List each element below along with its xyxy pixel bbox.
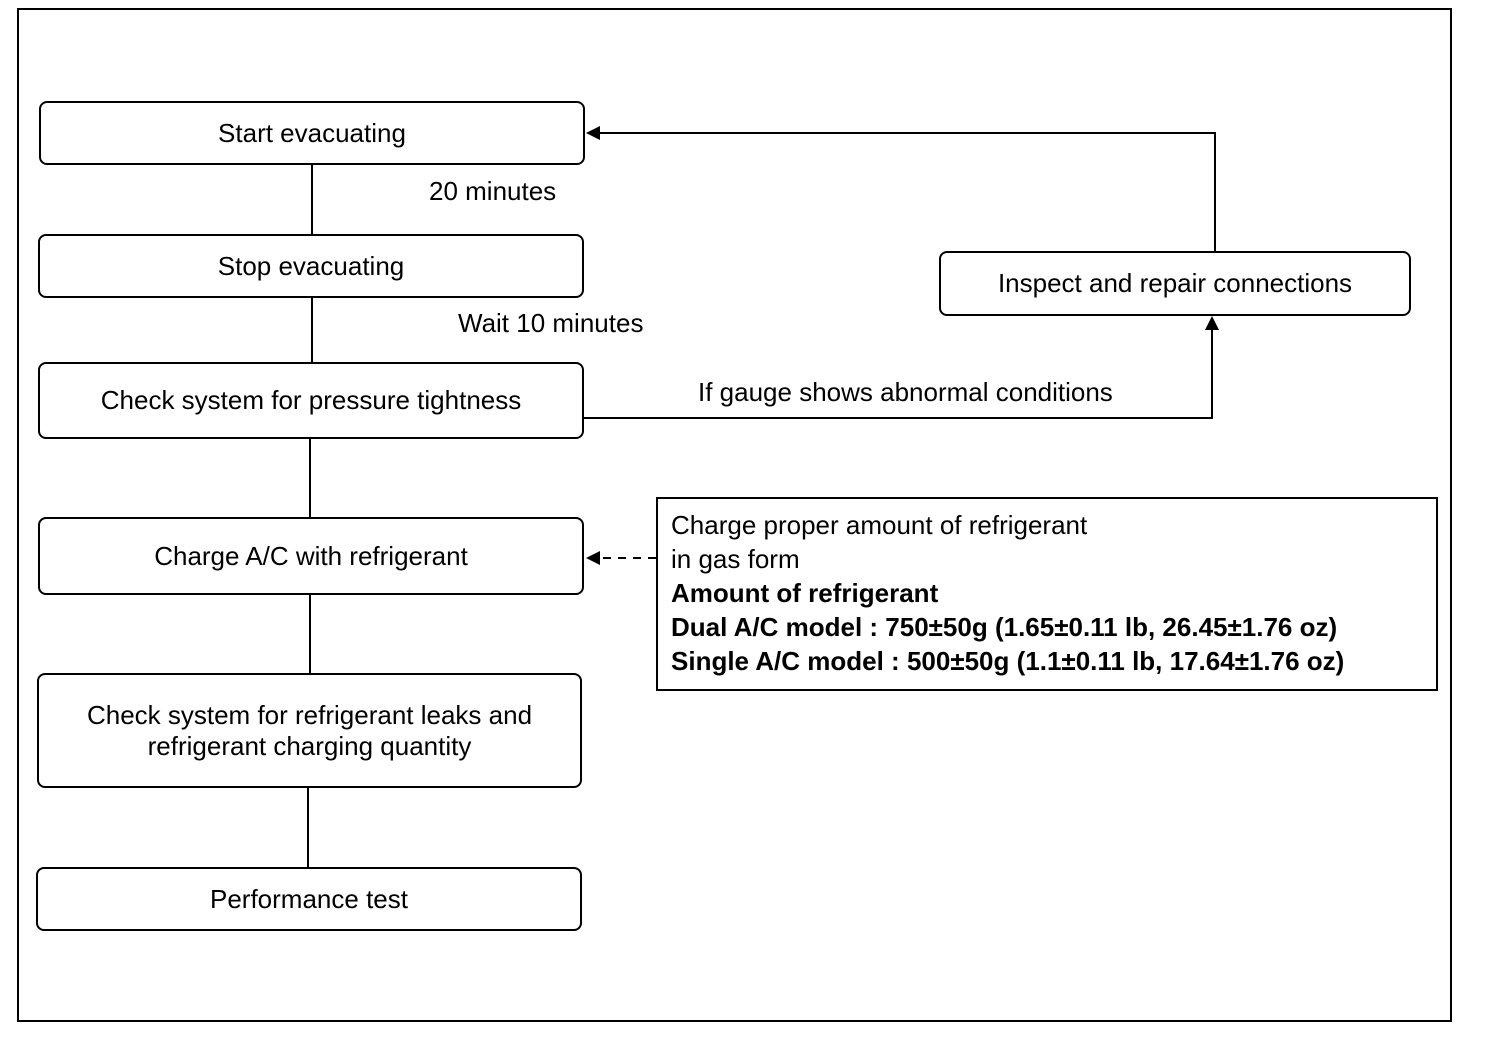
note-line-2: in gas form [671,544,800,574]
step-check-leaks-line-1: Check system for refrigerant leaks and [86,699,533,730]
note-line-1: Charge proper amount of refrigerant [671,510,1088,540]
note-dual-model: Dual A/C model : 750±50g (1.65±0.11 lb, … [671,612,1338,642]
step-inspect-repair-label: Inspect and repair connections [997,268,1353,298]
step-check-pressure-label: Check system for pressure tightness [100,385,522,415]
step-start-evacuating-label: Start evacuating [218,117,406,148]
step-stop-evacuating: Stop evacuating [38,234,584,298]
label-abnormal-conditions: If gauge shows abnormal conditions [698,377,1113,407]
step-inspect-repair: Inspect and repair connections [939,251,1411,316]
step-check-leaks: Check system for refrigerant leaks and r… [37,673,582,788]
step-performance-test-label: Performance test [210,883,408,914]
step-start-evacuating: Start evacuating [39,101,585,165]
refrigerant-amount-note: Charge proper amount of refrigerant in g… [656,497,1438,691]
step-charge-ac: Charge A/C with refrigerant [38,517,584,595]
note-single-model: Single A/C model : 500±50g (1.1±0.11 lb,… [671,646,1345,676]
label-twenty-minutes: 20 minutes [429,176,557,206]
connector-return-path [586,126,1216,251]
step-check-pressure: Check system for pressure tightness [38,362,584,439]
step-check-leaks-line-2: refrigerant charging quantity [147,730,472,761]
connector-abnormal-path [583,316,1219,419]
label-wait-ten-minutes: Wait 10 minutes [458,308,644,338]
step-stop-evacuating-label: Stop evacuating [217,250,405,281]
diagram-frame [17,8,1452,1022]
step-performance-test: Performance test [36,867,582,931]
step-charge-ac-label: Charge A/C with refrigerant [154,540,468,571]
note-heading: Amount of refrigerant [671,578,939,608]
